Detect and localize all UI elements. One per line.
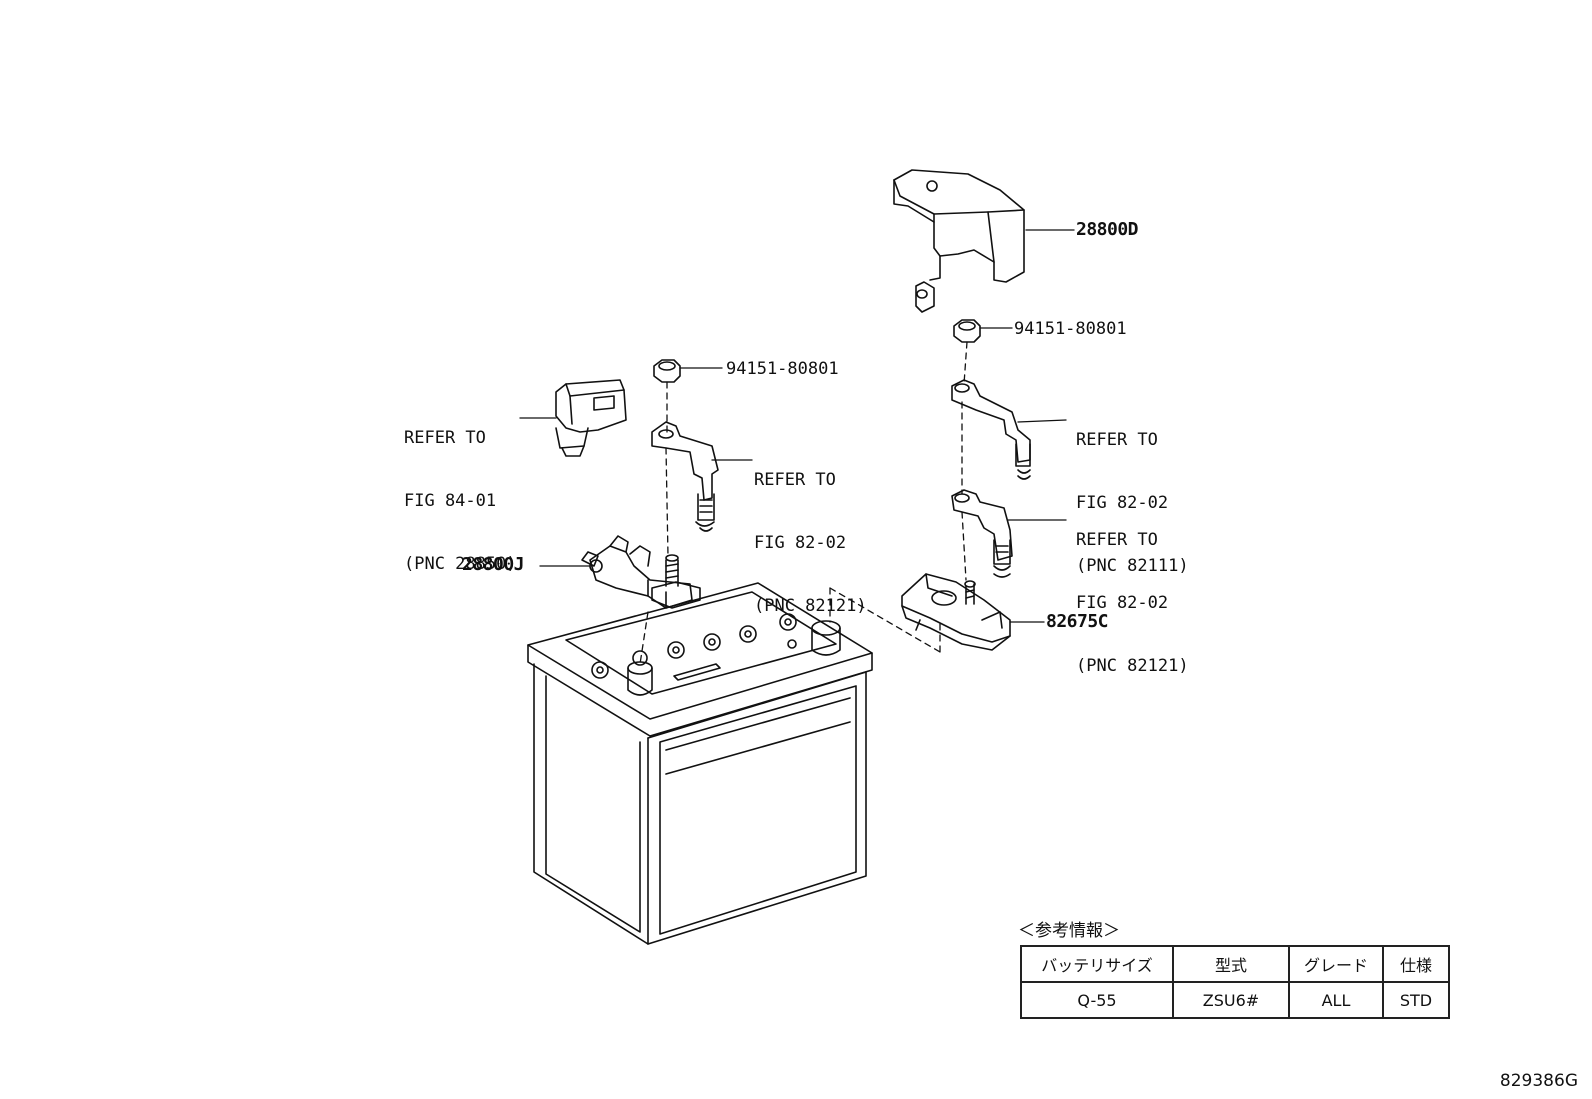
callout-line: (PNC 82111) xyxy=(1076,556,1189,576)
nut-left-illustration xyxy=(653,359,681,383)
callout-line: FIG 82-02 xyxy=(754,533,847,553)
table-row: Q-55 ZSU6# ALL STD xyxy=(1020,981,1450,1019)
callout-line: REFER TO xyxy=(1076,530,1158,550)
terminal-28800j-illustration xyxy=(581,535,701,609)
cable-terminal-82111-illustration xyxy=(951,379,1031,480)
header-battery-size: バッテリサイズ xyxy=(1020,945,1174,983)
cable-terminal-82121-right-illustration xyxy=(951,489,1013,578)
header-grade: グレード xyxy=(1288,945,1384,983)
callout-line: FIG 82-02 xyxy=(1076,493,1169,513)
table-header-row: バッテリサイズ 型式 グレード 仕様 xyxy=(1020,945,1450,983)
leader-lines xyxy=(519,229,1075,623)
header-spec: 仕様 xyxy=(1382,945,1450,983)
callout-line: FIG 84-01 xyxy=(404,491,497,511)
battery-illustration xyxy=(527,582,873,945)
assembly-dashed-lines xyxy=(639,341,968,665)
cable-terminal-left-illustration xyxy=(651,421,719,532)
terminal-82675c-illustration xyxy=(901,573,1011,651)
reference-info-table: バッテリサイズ 型式 グレード 仕様 Q-55 ZSU6# ALL STD xyxy=(1020,945,1450,1019)
callout-line: REFER TO xyxy=(754,470,836,490)
cell-grade: ALL xyxy=(1288,981,1384,1019)
callout-line: FIG 82-02 xyxy=(1076,593,1169,613)
vent-caps xyxy=(591,613,797,679)
figure-code: 829386G xyxy=(1499,1071,1578,1091)
label-82675c: 82675C xyxy=(1046,611,1109,632)
cell-model: ZSU6# xyxy=(1172,981,1290,1019)
callout-line: (PNC 28850) xyxy=(404,554,517,574)
callout-ref-fig-82-02-left: REFER TO FIG 82-02 (PNC 82121) xyxy=(754,428,867,638)
callout-ref-fig-82-02-right-lower: REFER TO FIG 82-02 (PNC 82121) xyxy=(1076,488,1189,698)
label-28800j: 28800J xyxy=(462,554,525,575)
callout-line: REFER TO xyxy=(404,428,486,448)
reference-info-title: ＜参考情報＞ xyxy=(1018,921,1120,941)
nut-right-illustration xyxy=(953,319,981,343)
callout-line: (PNC 82121) xyxy=(1076,656,1189,676)
label-28800d: 28800D xyxy=(1076,219,1139,240)
cover-28800d-illustration xyxy=(893,169,1025,313)
callout-ref-fig-82-02-right-upper: REFER TO FIG 82-02 (PNC 82111) xyxy=(1076,388,1189,598)
label-nut-left: 94151-80801 xyxy=(726,359,839,379)
label-nut-right: 94151-80801 xyxy=(1014,319,1127,339)
cell-spec: STD xyxy=(1382,981,1450,1019)
callout-line: REFER TO xyxy=(1076,430,1158,450)
header-model: 型式 xyxy=(1172,945,1290,983)
cell-battery-size: Q-55 xyxy=(1020,981,1174,1019)
callout-line: (PNC 82121) xyxy=(754,596,867,616)
callout-ref-fig-84-01: REFER TO FIG 84-01 (PNC 28850) xyxy=(404,386,517,596)
connector-28850-illustration xyxy=(555,379,627,457)
